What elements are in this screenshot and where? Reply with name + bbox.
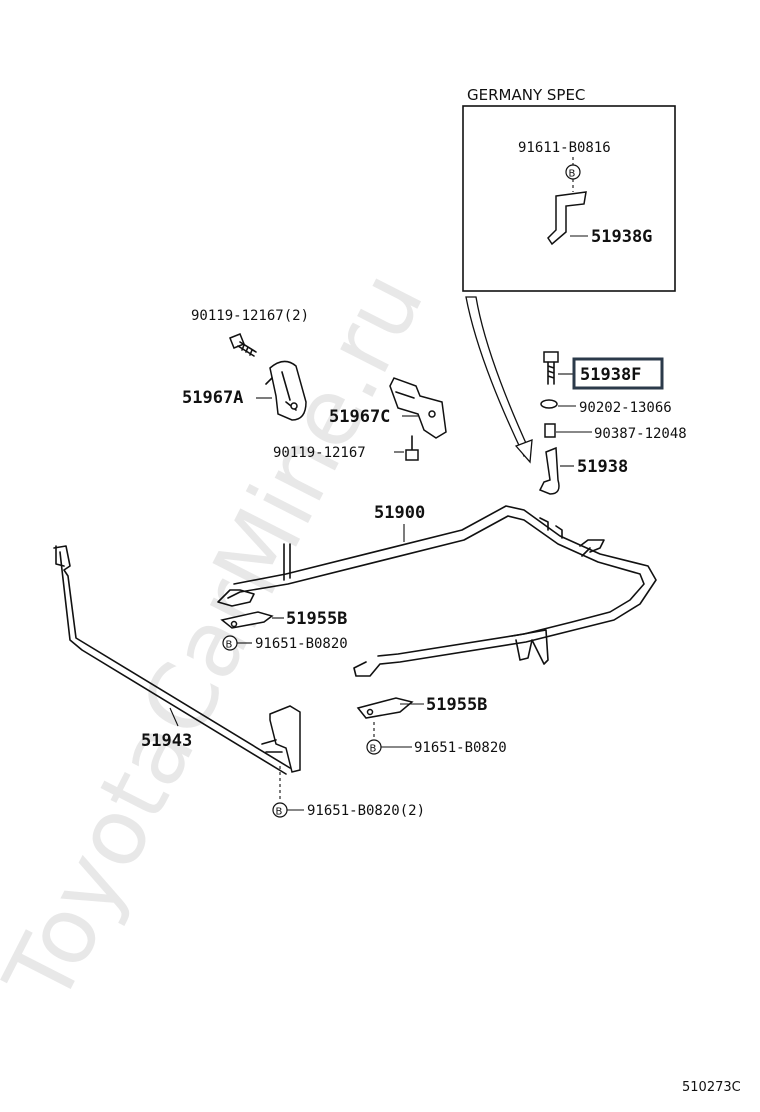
hook-51938-icon (538, 446, 560, 495)
svg-text:B: B (370, 744, 377, 755)
bolt-90119-mid-label[interactable]: 90119-12167 (273, 445, 366, 461)
collar-90387-label[interactable]: 90387-12048 (594, 426, 687, 442)
bracket-51967c-label[interactable]: 51967C (329, 407, 390, 427)
bolt-90119-top-label[interactable]: 90119-12167(2) (191, 308, 309, 324)
bracket-51967c-icon (389, 377, 447, 439)
selected-part-highlight (572, 357, 664, 390)
bolt-90119-mid-icon (405, 435, 419, 461)
frame-51900-icon (217, 505, 657, 677)
plate-51955b-left-label[interactable]: 51955B (286, 609, 347, 629)
bolt-51938f-icon (543, 351, 559, 385)
bolt-91651-right-label[interactable]: 91651-B0820 (414, 740, 507, 756)
bolt-badge-icon: B (565, 164, 581, 180)
bolt-badge-right-icon: B (366, 739, 382, 755)
bolt-91651-left-label[interactable]: 91651-B0820 (255, 636, 348, 652)
washer-90202-label[interactable]: 90202-13066 (579, 400, 672, 416)
bolt-badge-bottom-icon: B (272, 802, 288, 818)
bolt-badge-left-icon: B (222, 635, 238, 651)
bracket-51967a-icon (265, 360, 307, 421)
bolt-51938f-label[interactable]: 51938F (580, 365, 641, 385)
bolt-91651-bottom-label[interactable]: 91651-B0820(2) (307, 803, 425, 819)
plate-51955b-right-label[interactable]: 51955B (426, 695, 487, 715)
svg-text:B: B (569, 169, 576, 180)
germany-bolt-label[interactable]: 91611-B0816 (518, 140, 611, 156)
washer-icon (540, 399, 558, 409)
frame-51900-label[interactable]: 51900 (374, 503, 425, 523)
svg-text:B: B (276, 807, 283, 818)
germany-spec-box: GERMANY SPEC 91611-B0816 B 51938G (462, 86, 676, 292)
bolt-90119-top-icon (229, 333, 257, 357)
plate-51955b-right-icon (356, 697, 414, 719)
bar-51943-label[interactable]: 51943 (141, 731, 192, 751)
germany-spec-frame (462, 105, 676, 292)
germany-bracket-label[interactable]: 51938G (591, 227, 652, 247)
bar-51943-icon (53, 545, 301, 775)
watermark: ToyotaCarMine.ru (0, 255, 444, 1021)
replacement-arrow (465, 296, 533, 464)
svg-text:B: B (226, 640, 233, 651)
germany-spec-title: GERMANY SPEC (467, 86, 585, 104)
bracket-51938g-icon (547, 191, 587, 246)
plate-51955b-left-icon (220, 611, 274, 629)
diagram-id: 510273C (682, 1080, 741, 1095)
hook-51938-label[interactable]: 51938 (577, 457, 628, 477)
collar-icon (544, 423, 556, 438)
bracket-51967a-label[interactable]: 51967A (182, 388, 243, 408)
